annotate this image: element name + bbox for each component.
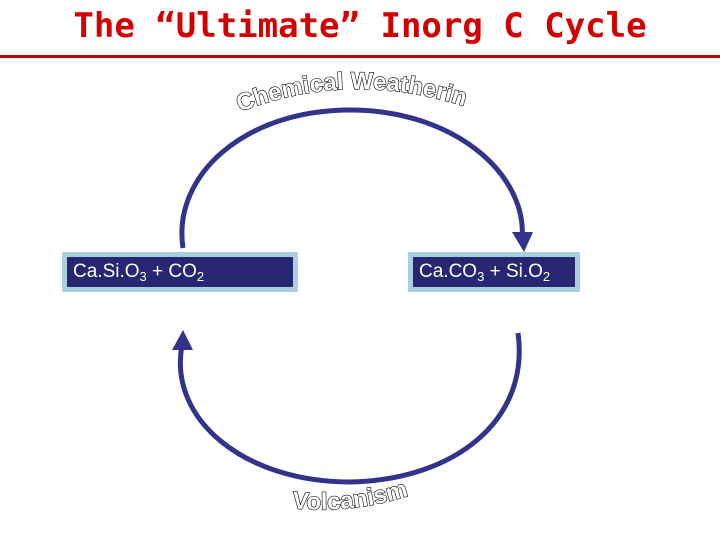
- reactant-subscript-3: 3: [139, 269, 147, 284]
- products-box: Ca.CO3 + Si.O2: [408, 252, 580, 292]
- product-calcium-carbonate: Ca.CO: [419, 261, 478, 282]
- weathering-arrow: [179, 107, 525, 249]
- reactants-box: Ca.Si.O3 + CO2: [62, 252, 298, 292]
- weathering-arrowhead: [512, 232, 533, 252]
- volcanism-arrow: [177, 332, 522, 485]
- product-subscript-3: 3: [477, 269, 485, 284]
- chemical-weathering-label: Chemical Weathering: [0, 0, 470, 117]
- reactant-subscript-2: 2: [196, 269, 205, 284]
- title-bar: The “Ultimate” Inorg C Cycle: [0, 0, 720, 58]
- volcanism-arrowhead: [172, 330, 193, 350]
- slide-title: The “Ultimate” Inorg C Cycle: [73, 6, 647, 46]
- product-subscript-2: 2: [542, 269, 551, 284]
- reactant-plus-co: + CO: [146, 261, 197, 282]
- product-plus-sio: + Si.O: [484, 261, 543, 282]
- reactant-calcium-silicate: Ca.Si.O: [73, 261, 140, 282]
